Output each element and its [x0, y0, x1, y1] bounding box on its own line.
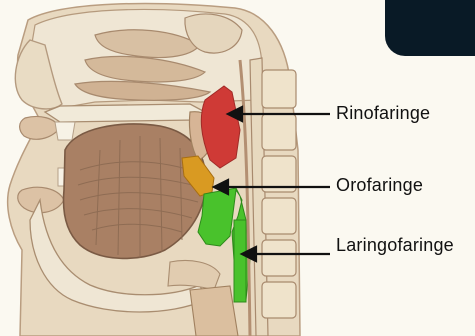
larynx-structure — [190, 286, 238, 336]
upper-teeth — [55, 122, 75, 140]
laryngopharynx-lower-channel — [234, 220, 246, 302]
label-laryngopharynx: Laringofaringe — [336, 235, 454, 256]
dark-corner-panel — [385, 0, 475, 56]
label-oropharynx: Orofaringe — [336, 175, 423, 196]
label-nasopharynx: Rinofaringe — [336, 103, 430, 124]
hard-palate — [45, 104, 205, 122]
